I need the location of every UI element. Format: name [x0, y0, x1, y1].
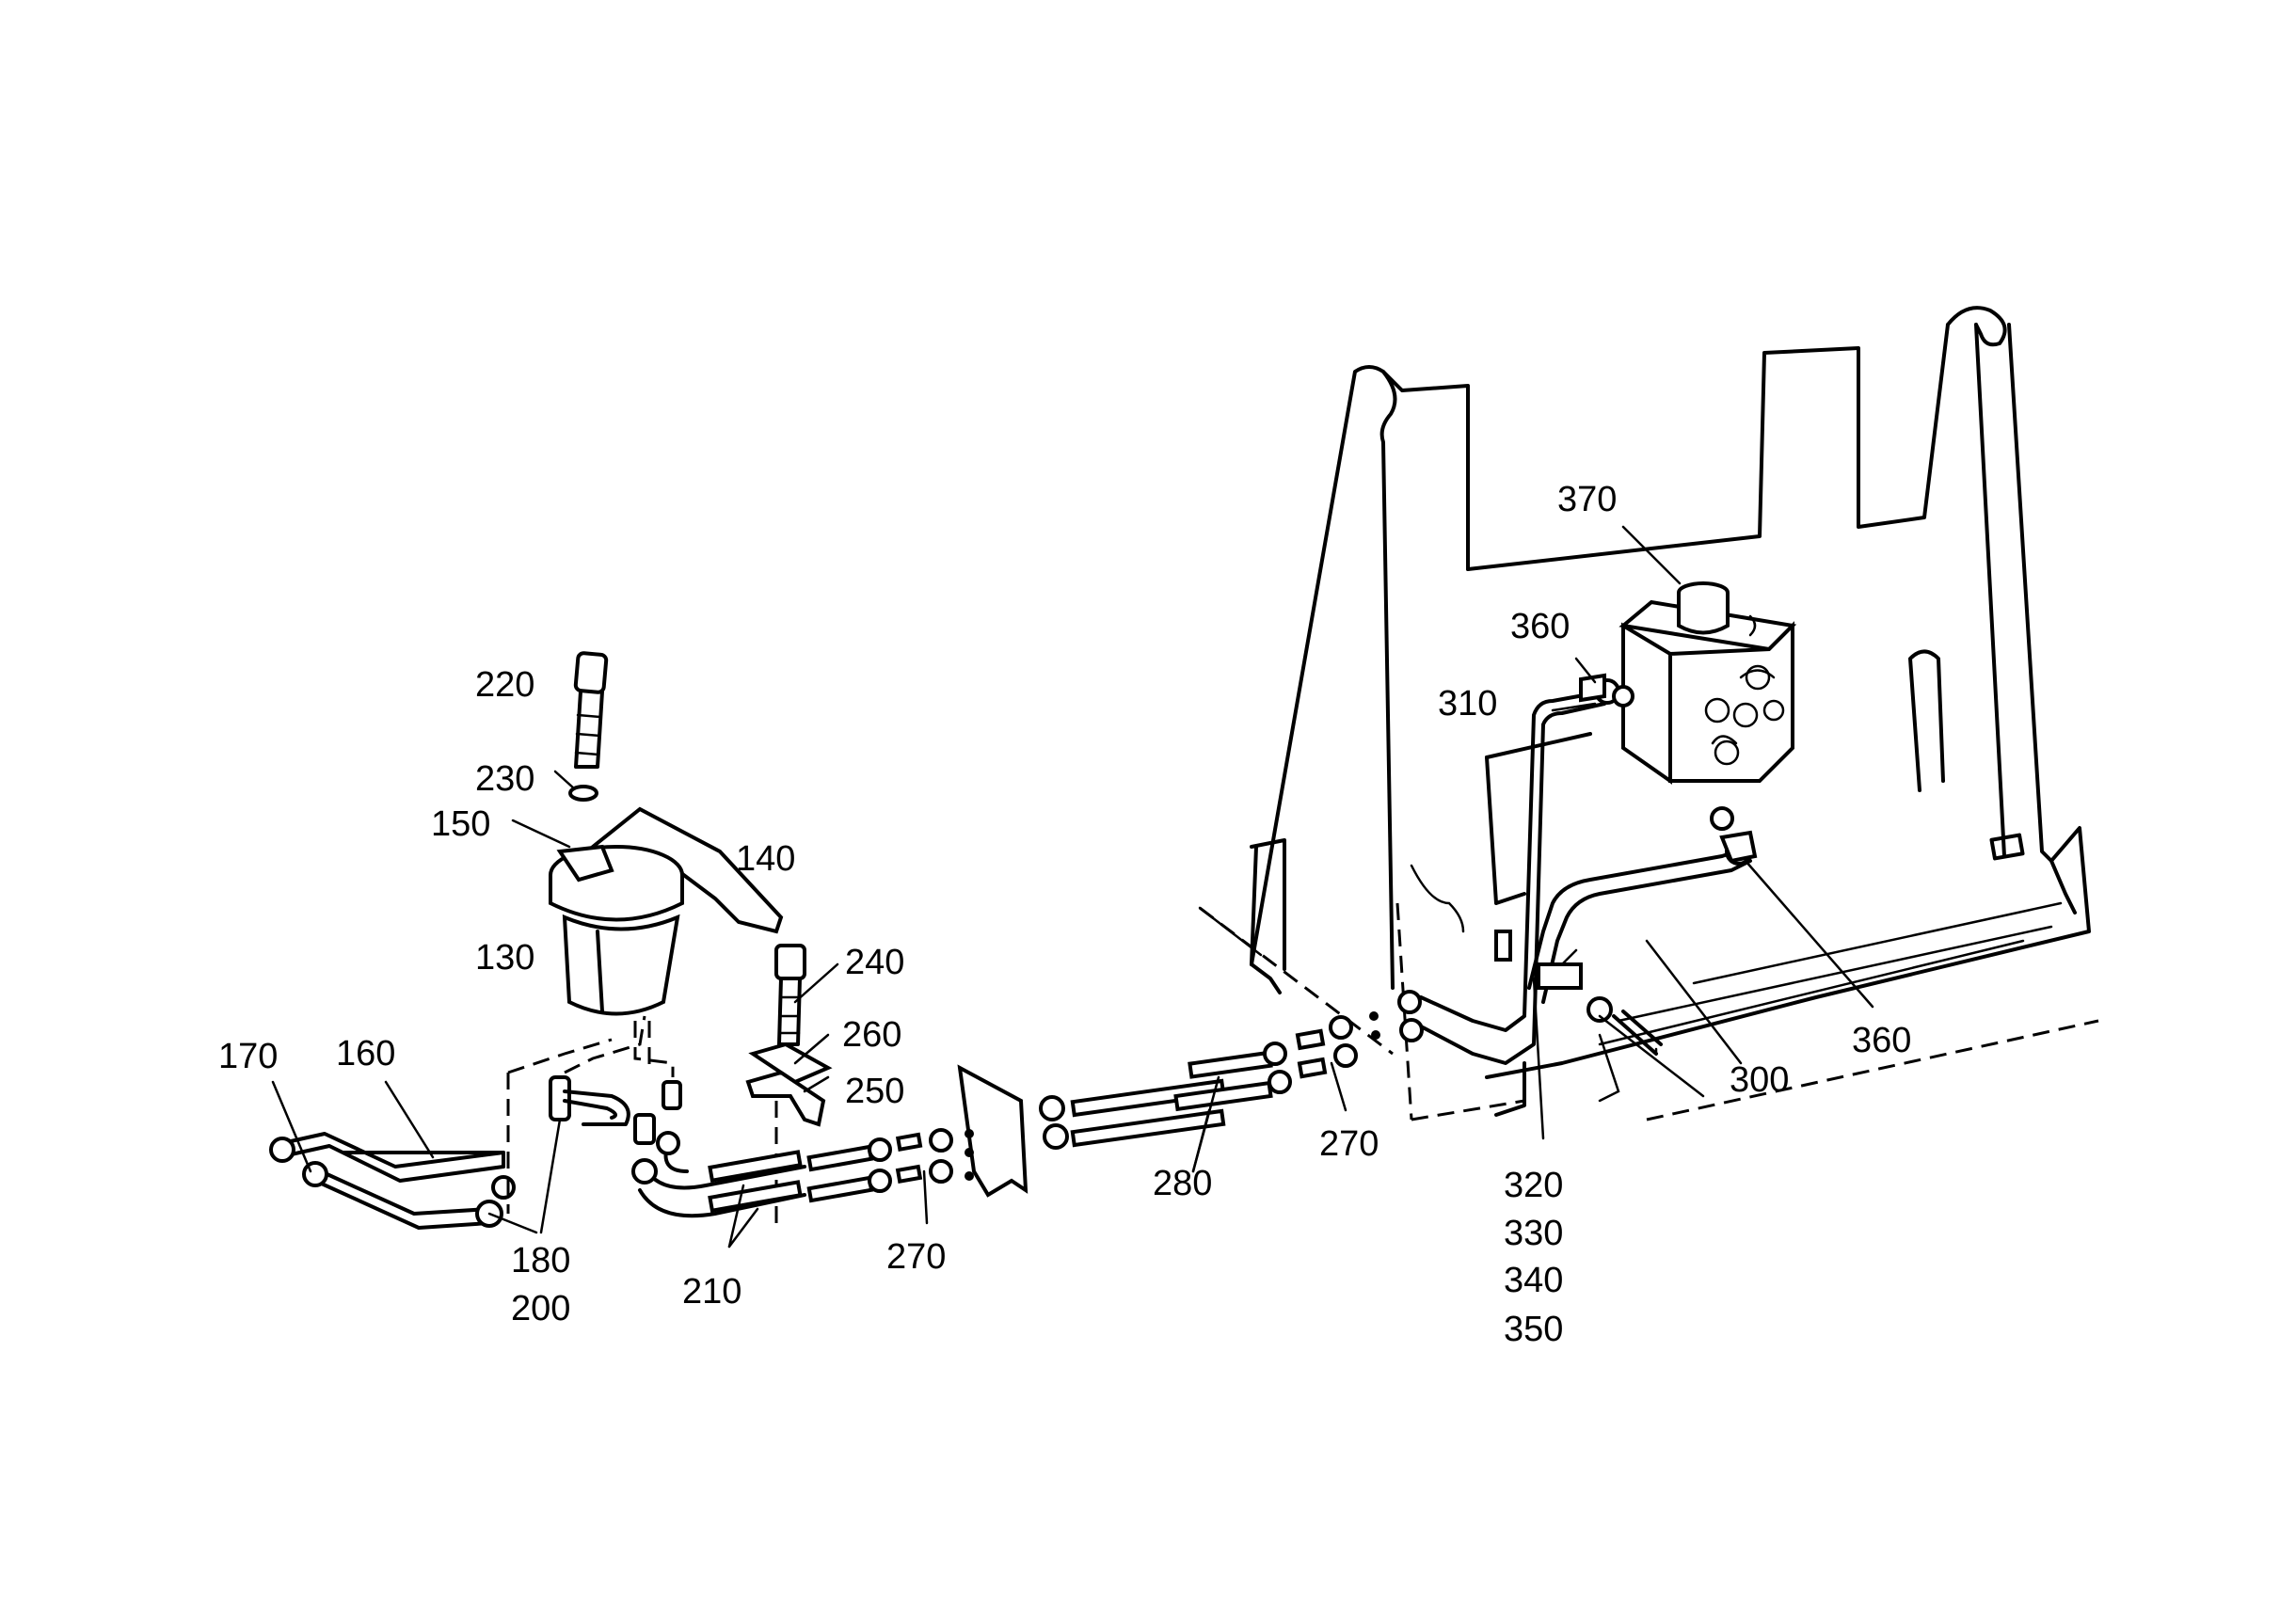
right-piping — [1397, 673, 1758, 1065]
label-180: 180 — [511, 1241, 570, 1280]
label-340: 340 — [1504, 1261, 1563, 1300]
valve-block-370 — [1618, 581, 1797, 785]
label-270-left: 270 — [886, 1237, 946, 1277]
label-130: 130 — [475, 938, 534, 978]
clamp-assembly — [745, 944, 833, 1232]
filter-assembly — [549, 651, 784, 1016]
label-220: 220 — [475, 665, 534, 705]
main-frame — [1198, 306, 2099, 1121]
label-360-right: 360 — [1852, 1021, 1911, 1060]
label-140: 140 — [736, 839, 795, 879]
label-280: 280 — [1153, 1164, 1212, 1203]
label-150: 150 — [431, 804, 490, 844]
label-170: 170 — [218, 1037, 278, 1076]
label-310: 310 — [1438, 684, 1497, 724]
label-210: 210 — [682, 1272, 741, 1312]
part-labels: 220 230 150 140 130 240 260 250 170 160 … — [218, 480, 1911, 1349]
label-240: 240 — [845, 943, 904, 982]
label-250: 250 — [845, 1072, 904, 1111]
label-300: 300 — [1730, 1060, 1789, 1100]
label-230: 230 — [475, 759, 534, 799]
label-270-right: 270 — [1319, 1124, 1379, 1164]
label-360-top: 360 — [1510, 607, 1570, 646]
label-330: 330 — [1504, 1214, 1563, 1253]
label-370: 370 — [1557, 480, 1617, 519]
label-160: 160 — [336, 1034, 395, 1073]
left-piping — [269, 1015, 646, 1230]
label-200: 200 — [511, 1289, 570, 1328]
middle-hoses — [631, 1011, 1380, 1218]
label-350: 350 — [1504, 1310, 1563, 1349]
label-320: 320 — [1504, 1166, 1563, 1205]
label-260: 260 — [842, 1015, 901, 1055]
leader-lines — [271, 525, 1874, 1248]
